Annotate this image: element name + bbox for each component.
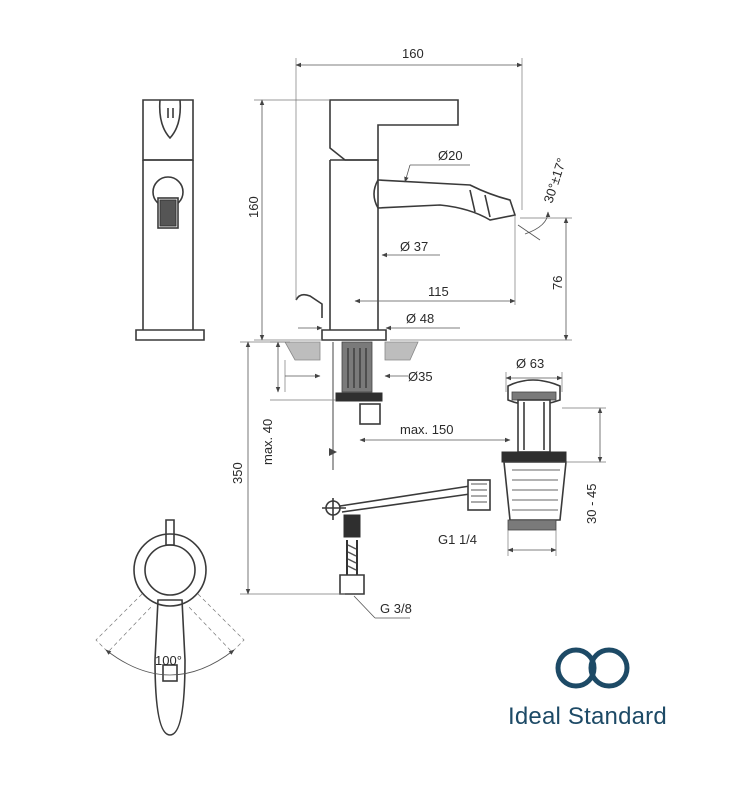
spout-height-label: 76 bbox=[550, 276, 565, 290]
ideal-standard-logo-icon bbox=[555, 647, 630, 689]
under-deck-fittings bbox=[322, 341, 471, 595]
waste-fitting bbox=[467, 379, 567, 531]
spout-angle-label: 30°±17° bbox=[541, 156, 570, 205]
brand-name: Ideal Standard bbox=[508, 703, 667, 730]
hole-diameter-label: Ø35 bbox=[408, 369, 433, 384]
body-diameter-label: Ø 37 bbox=[400, 239, 428, 254]
dimension-labels: 160 160 Ø20 30°±17° Ø 37 115 76 Ø 48 Ø35… bbox=[155, 46, 599, 668]
waste-thread-label: G1 1/4 bbox=[438, 532, 477, 547]
total-depth-label: 350 bbox=[230, 462, 245, 484]
supply-thread-label: G 3/8 bbox=[380, 601, 412, 616]
waste-diameter-label: Ø 63 bbox=[516, 356, 544, 371]
max-deck-label: max. 40 bbox=[260, 419, 275, 465]
plan-view bbox=[95, 519, 245, 736]
height-body-label: 160 bbox=[246, 196, 261, 218]
lever-angle-label: 100° bbox=[155, 653, 182, 668]
dimension-lines bbox=[240, 58, 606, 619]
spout-reach-label: 115 bbox=[428, 284, 449, 299]
mixer-front-view bbox=[295, 99, 517, 341]
width-top-label: 160 bbox=[402, 46, 424, 61]
waste-height-label: 30 - 45 bbox=[584, 484, 599, 524]
max-rod-label: max. 150 bbox=[400, 422, 453, 437]
countertop bbox=[284, 341, 419, 361]
side-view bbox=[135, 99, 205, 341]
spout-diameter-label: Ø20 bbox=[438, 148, 463, 163]
base-diameter-label: Ø 48 bbox=[406, 311, 434, 326]
